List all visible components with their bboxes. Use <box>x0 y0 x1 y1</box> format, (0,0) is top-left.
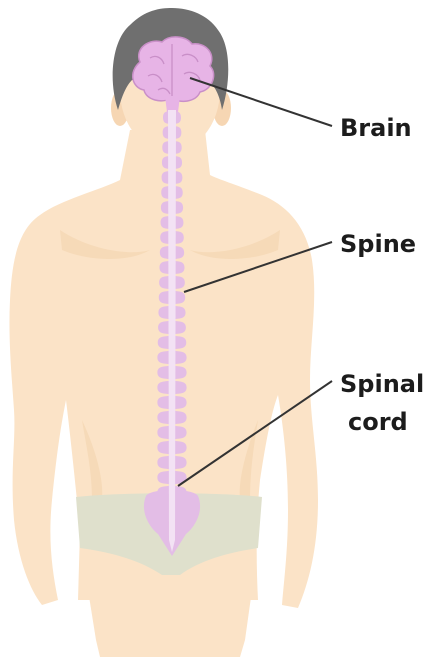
spinal-cord <box>168 110 176 552</box>
brain-label: Brain <box>340 114 412 142</box>
legs <box>88 590 252 657</box>
brain-stem <box>165 96 180 112</box>
spinal-cord-label-line2: cord <box>348 408 408 436</box>
brain-shape <box>133 37 214 101</box>
spinal-cord-label-line1: Spinal <box>340 370 424 398</box>
spine-label: Spine <box>340 230 416 258</box>
